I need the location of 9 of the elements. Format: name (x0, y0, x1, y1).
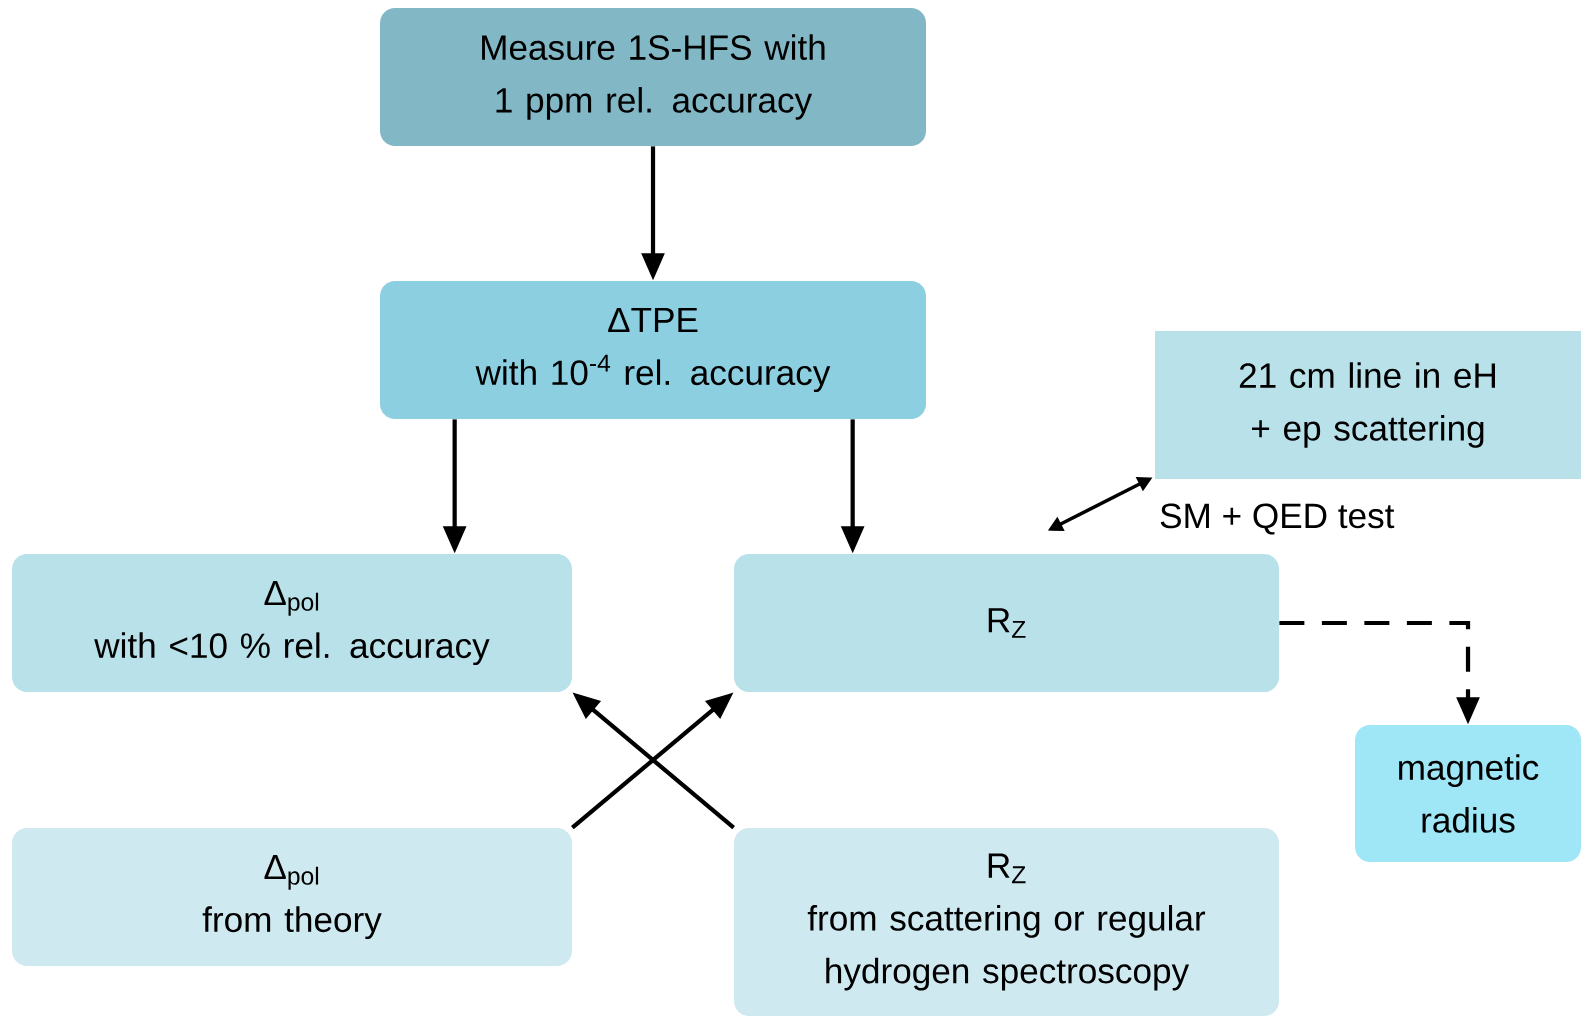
output-box: magnetic radius (1355, 725, 1581, 862)
input-box: Δ$_{pol}$ from theory (12, 828, 572, 966)
result-box: Δ$_{pol}$ with <10 % rel. accuracy (12, 554, 572, 692)
edge-label: SM + QED test (1160, 503, 1395, 535)
input-box: 21 cm line in eH + ep scattering (1155, 331, 1581, 479)
input-box: R$_{Z}$ from scattering or regular hydrogen spectroscopy (734, 828, 1279, 1016)
process-box: ΔTPE with 10$^{-4}$ rel. accuracy (380, 281, 926, 419)
result-box: R$_{Z}$ (734, 554, 1279, 692)
process-box: Measure 1S-HFS with 1 ppm rel. accuracy (380, 8, 926, 146)
